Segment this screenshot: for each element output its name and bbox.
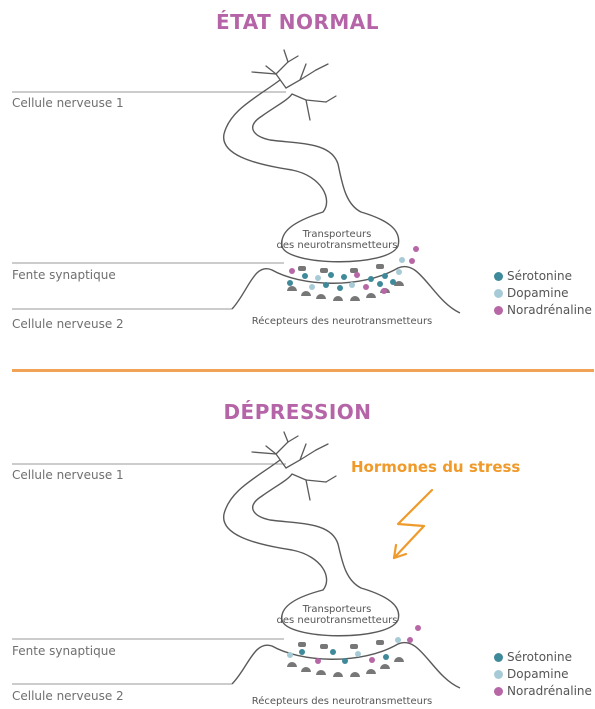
dopamine-dot-icon [494, 289, 503, 298]
legend-dopamine-normal: Dopamine [494, 286, 569, 300]
legend-dopamine-depression: Dopamine [494, 667, 569, 681]
legend-serotonin-label-dep: Sérotonine [507, 650, 572, 664]
legend-serotonin-normal: Sérotonine [494, 269, 572, 283]
legend-noradrenaline-normal: Noradrénaline [494, 303, 592, 317]
serotonin-dot-icon [494, 272, 503, 281]
label-cleft-normal: Fente synaptique [12, 268, 116, 282]
label-cleft-depression: Fente synaptique [12, 644, 116, 658]
legend-dopamine-label-dep: Dopamine [507, 667, 569, 681]
neuron-2-shape [232, 266, 460, 313]
transporters-line2-dep: des neurotransmetteurs [272, 615, 402, 626]
transporters-line1-dep: Transporteurs [272, 604, 402, 615]
serotonin-dot-icon [494, 653, 503, 662]
section-divider [12, 369, 594, 372]
label-cell2-depression: Cellule nerveuse 2 [12, 689, 124, 703]
lightning-bolt-icon [394, 490, 432, 558]
legend-noradrenaline-label: Noradrénaline [507, 303, 592, 317]
stress-hormones-label: Hormones du stress [351, 458, 520, 476]
legend-noradrenaline-label-dep: Noradrénaline [507, 684, 592, 698]
dendrites-1-dep [252, 432, 336, 500]
transporters-line2: des neurotransmetteurs [272, 240, 402, 251]
legend-serotonin-depression: Sérotonine [494, 650, 572, 664]
legend-noradrenaline-depression: Noradrénaline [494, 684, 592, 698]
label-cell1-depression: Cellule nerveuse 1 [12, 468, 124, 482]
transporters-label-normal: Transporteurs des neurotransmetteurs [272, 229, 402, 251]
label-cell2-normal: Cellule nerveuse 2 [12, 317, 124, 331]
dopamine-dot-icon [494, 670, 503, 679]
noradrenaline-dot-icon [494, 687, 503, 696]
receptors-label-depression: Récepteurs des neurotransmetteurs [242, 696, 442, 707]
label-cell1-normal: Cellule nerveuse 1 [12, 96, 124, 110]
neuron-2-shape-dep [232, 642, 460, 688]
legend-dopamine-label: Dopamine [507, 286, 569, 300]
dendrites-1 [252, 50, 336, 120]
transporters-line1: Transporteurs [272, 229, 402, 240]
noradrenaline-dot-icon [494, 306, 503, 315]
legend-serotonin-label: Sérotonine [507, 269, 572, 283]
receptors-label-normal: Récepteurs des neurotransmetteurs [242, 316, 442, 327]
transporters-label-depression: Transporteurs des neurotransmetteurs [272, 604, 402, 626]
